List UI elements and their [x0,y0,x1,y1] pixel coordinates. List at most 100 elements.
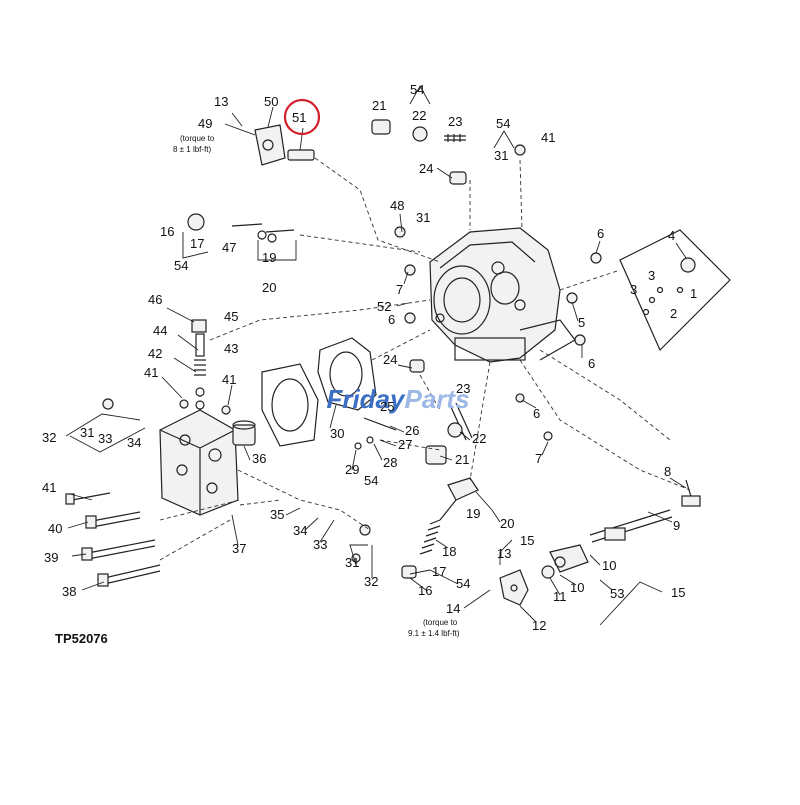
gasket-36-left [261,363,319,447]
callout-label: 31 [80,425,94,440]
callout-label: 54 [174,258,188,273]
callout-label: 28 [383,455,397,470]
stud-23-top [444,134,466,142]
callout-label: 27 [398,437,412,452]
callout-label: 17 [432,564,446,579]
callout-label: 13 [214,94,228,109]
callout-label: 15 [671,585,685,600]
lever-12 [499,569,529,606]
callout-label: 45 [224,309,238,324]
callout-label: 20 [500,516,514,531]
bolt-8 [681,479,701,507]
highlight-circle [283,98,321,136]
callout-label: 7 [396,282,403,297]
dashed-leaders [159,157,691,561]
callout-label: 54 [410,82,424,97]
housing-screws [102,144,602,563]
callout-label: 43 [224,341,238,356]
arm-10-11 [541,544,589,579]
callout-label: 3 [648,268,655,283]
callout-label: 8 [664,464,671,479]
callout-label: 32 [364,574,378,589]
callout-label: 18 [442,544,456,559]
callout-label: 31 [345,555,359,570]
callout-label: 29 [345,462,359,477]
callout-label: 31 [416,210,430,225]
callout-label: 30 [330,426,344,441]
callout-label: 21 [455,452,469,467]
valve-stack-42-46 [191,319,207,410]
callout-label: 7 [535,451,542,466]
pump-housing [429,227,576,363]
valve-19-20 [439,477,479,521]
callout-label: 21 [372,98,386,113]
callout-label: 31 [494,148,508,163]
callout-label: 10 [570,580,584,595]
callout-label: 42 [148,346,162,361]
callout-label: 41 [144,365,158,380]
callout-label: 23 [456,381,470,396]
spring-47 [231,223,295,243]
callout-label: 44 [153,323,167,338]
callout-label: 5 [578,315,585,330]
callout-label: 53 [610,586,624,601]
callout-label: 47 [222,240,236,255]
callout-label: 24 [383,352,397,367]
callout-label: 13 [497,546,511,561]
callout-label: 54 [496,116,510,131]
callout-label: 54 [364,473,378,488]
callout-label: 46 [148,292,162,307]
callout-label: 22 [472,431,486,446]
callout-label: 9 [673,518,680,533]
torque-note-top-2: 8 ± 1 lbf-ft) [173,145,212,154]
callout-label: 34 [293,523,307,538]
watermark-right: Parts [404,384,469,414]
callout-label: 32 [42,430,56,445]
callout-label: 38 [62,584,76,599]
figure-code: TP52076 [55,631,108,646]
callout-label: 17 [190,236,204,251]
callout-label: 6 [588,356,595,371]
plug-16-low [401,565,417,579]
callout-label: 6 [388,312,395,327]
watermark: FridayParts [326,384,469,414]
watermark-left: Friday [326,384,406,414]
callout-label: 23 [448,114,462,129]
callout-label: 37 [232,541,246,556]
sleeve-36 [232,420,256,446]
torque-note-bottom-1: (torque to [423,618,458,627]
callout-label: 3 [630,282,637,297]
sleeve-21-mid [425,445,447,465]
bracket-50 [254,124,286,166]
callout-label: 36 [252,451,266,466]
plug-16 [187,213,205,231]
pin-21-top [371,119,391,135]
callout-label: 33 [98,431,112,446]
callout-label: 41 [541,130,555,145]
callout-label: 10 [602,558,616,573]
callout-label: 41 [222,372,236,387]
callout-label: 19 [262,250,276,265]
callout-label: 24 [419,161,433,176]
callout-label: 1 [690,286,697,301]
nut-22-top [412,126,428,142]
shaft-9 [589,509,673,543]
callout-label: 19 [466,506,480,521]
subassembly-1-4 [619,229,731,352]
torque-note-bottom-2: 9.1 ± 1.4 lbf-ft) [408,629,460,638]
callout-label: 2 [670,306,677,321]
callout-label: 33 [313,537,327,552]
callout-label: 14 [446,601,460,616]
callout-label: 6 [597,226,604,241]
torque-note-top-1: (torque to [180,134,215,143]
gasket-30 [317,337,377,411]
callout-label: 51 [292,110,306,125]
callout-labels: 13 50 49 51 21 54 22 23 54 31 41 24 48 3… [42,82,697,633]
callout-label: 15 [520,533,534,548]
callout-label: 22 [412,108,426,123]
callout-label: 34 [127,435,141,450]
callout-label: 54 [456,576,470,591]
callout-label: 39 [44,550,58,565]
callout-label: 4 [668,228,675,243]
